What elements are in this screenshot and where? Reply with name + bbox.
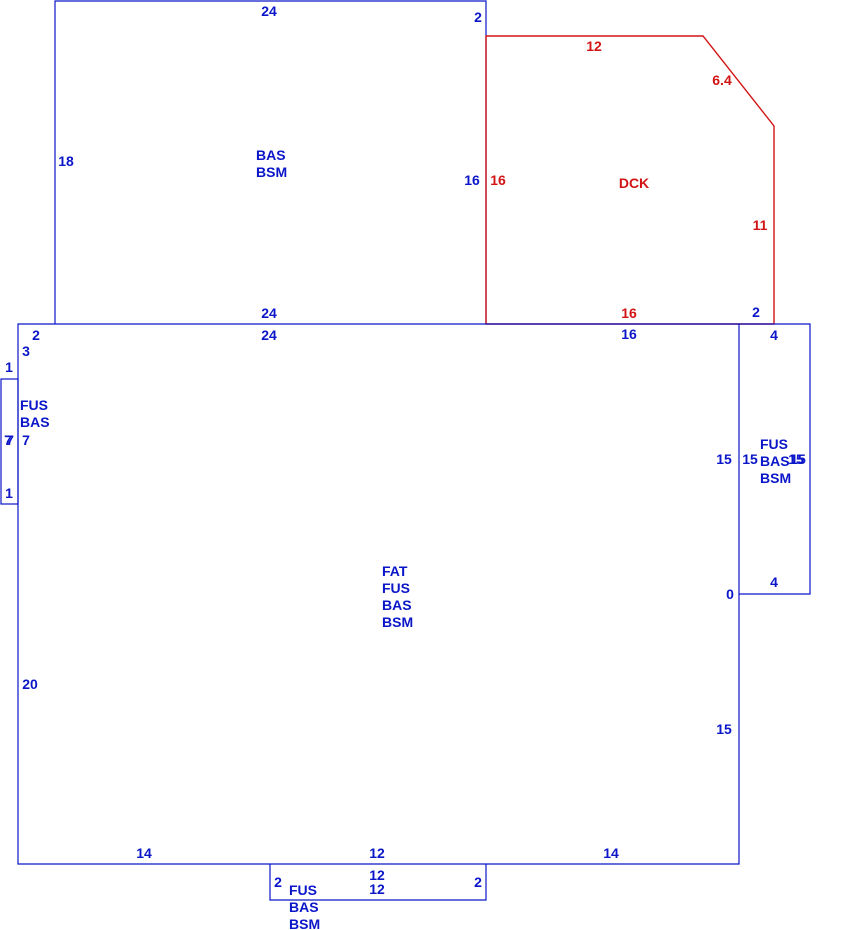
main-top-dimension: 24 <box>261 327 277 343</box>
deck-outline <box>485 35 775 325</box>
main-area-code-1: FAT <box>382 563 408 579</box>
deck-right-dimension: 11 <box>753 217 768 233</box>
bottom-bump-outline <box>269 864 487 901</box>
main-area-outline <box>17 323 740 865</box>
bottom-bump-right-dimension: 2 <box>474 874 482 890</box>
deck-left-dimension: 16 <box>490 172 506 188</box>
main-top-left-dimension-3: 3 <box>22 343 30 359</box>
main-area-code-2: FUS <box>382 580 410 596</box>
main-bottom-mid-dimension: 12 <box>369 845 385 861</box>
right-wing-right-dimension-a: 15 <box>788 451 804 467</box>
right-wing-left-dimension: 15 <box>742 451 758 467</box>
left-bump-bottom-dimension: 1 <box>5 485 13 501</box>
bottom-bump-top-dimension: 12 <box>369 867 385 883</box>
deck-bottom-right-dimension: 2 <box>752 304 760 320</box>
right-wing-code-1: FUS <box>760 436 788 452</box>
upper-bottom-dimension: 24 <box>261 305 277 321</box>
main-top-right-dimension: 16 <box>621 326 637 342</box>
left-bump-outline <box>0 378 19 505</box>
left-bump-right-dimension: 7 <box>22 432 30 448</box>
deck-diagonal-dimension: 6.4 <box>712 72 732 88</box>
right-wing-code-2: BAS <box>760 453 790 469</box>
main-top-left-dimension-2: 2 <box>32 327 40 343</box>
main-right-upper-dimension: 15 <box>716 451 732 467</box>
left-bump-top-dimension: 1 <box>5 359 13 375</box>
upper-right-dimension: 16 <box>464 172 480 188</box>
bottom-bump-code-3: BSM <box>289 916 320 930</box>
upper-left-dimension: 18 <box>58 153 74 169</box>
right-wing-outline <box>739 323 811 595</box>
main-right-zero-dimension: 0 <box>726 586 734 602</box>
left-bump-left-dimension-b: 7 <box>6 432 14 448</box>
left-bump-code-2: BAS <box>20 414 50 430</box>
deck-area-code: DCK <box>619 175 649 191</box>
right-wing-top-dimension: 4 <box>770 327 778 343</box>
deck-bottom-dimension: 16 <box>621 305 637 321</box>
right-wing-right-dimension-b: 15 <box>790 451 806 467</box>
main-right-lower-dimension: 15 <box>716 721 732 737</box>
upper-top-right-dimension: 2 <box>474 9 482 25</box>
bottom-bump-left-dimension: 2 <box>274 874 282 890</box>
main-left-dimension: 20 <box>22 676 38 692</box>
right-wing-bottom-dimension: 4 <box>770 574 778 590</box>
main-bottom-left-dimension: 14 <box>136 845 152 861</box>
upper-area-code-2: BSM <box>256 164 287 180</box>
main-bottom-right-dimension: 14 <box>603 845 619 861</box>
left-bump-left-dimension-a: 7 <box>4 432 12 448</box>
main-area-code-4: BSM <box>382 614 413 630</box>
upper-area-code-1: BAS <box>256 147 286 163</box>
deck-top-dimension: 12 <box>586 38 602 54</box>
bottom-bump-code-2: BAS <box>289 899 319 915</box>
main-area-code-3: BAS <box>382 597 412 613</box>
left-bump-code-1: FUS <box>20 397 48 413</box>
upper-top-dimension: 24 <box>261 3 277 19</box>
bottom-bump-code-1: FUS <box>289 882 317 898</box>
right-wing-code-3: BSM <box>760 470 791 486</box>
bottom-bump-bottom-dimension: 12 <box>369 881 385 897</box>
